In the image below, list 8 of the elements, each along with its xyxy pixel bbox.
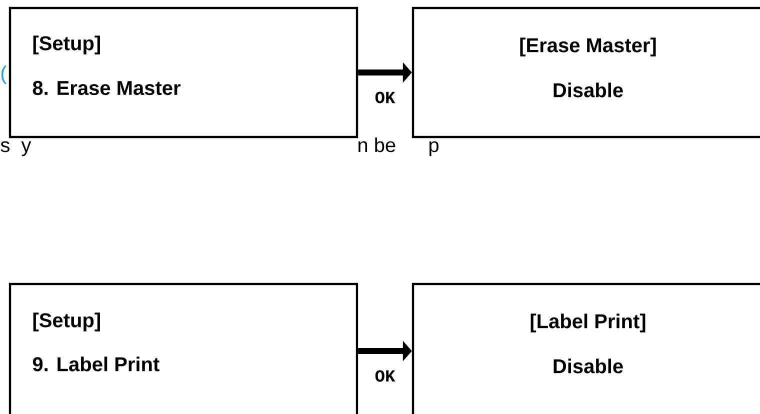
lcd-screen-box: [Setup] 8. Erase Master bbox=[8, 6, 358, 138]
text-fragment: s bbox=[0, 141, 10, 152]
edge-label: OK bbox=[375, 92, 396, 104]
text-fragment: n be bbox=[358, 138, 396, 152]
lcd-screen-box: [Label Print] Disable bbox=[412, 282, 760, 414]
edge-label: OK bbox=[375, 370, 396, 382]
lcd-screen-box: [Setup] 9. Label Print bbox=[8, 282, 358, 414]
lcd-screen-box: [Erase Master] Disable bbox=[412, 6, 760, 138]
